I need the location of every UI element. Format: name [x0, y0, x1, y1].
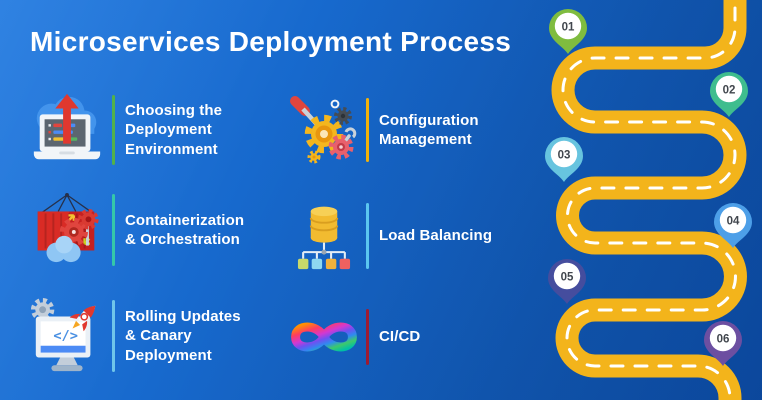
map-pin-06: 06 — [704, 321, 742, 366]
svg-text:</>: </> — [53, 328, 78, 344]
item-divider — [112, 194, 115, 266]
item-load-balancing: Load Balancing — [288, 198, 531, 274]
map-pin-01: 01 — [549, 9, 587, 54]
pin-number: 04 — [727, 216, 740, 228]
item-divider — [112, 95, 115, 165]
pin-number: 03 — [558, 150, 571, 162]
pin-number: 01 — [562, 22, 575, 34]
map-pin-05: 05 — [548, 259, 586, 304]
roadmap: 01 02 03 04 05 06 — [545, 0, 752, 400]
item-choosing-environment: Choosing the Deployment Environment — [28, 86, 277, 174]
infinity-loop-icon — [288, 313, 360, 361]
item-label: Rolling Updates & Canary Deployment — [125, 308, 241, 364]
page-title: Microservices Deployment Process — [30, 26, 512, 57]
laptop-cloud-upload-icon — [28, 90, 106, 170]
item-label: Load Balancing — [379, 227, 493, 245]
item-containerization-orchestration: Containerization & Orchestration — [28, 188, 277, 272]
item-ci-cd: CI/CD — [288, 308, 531, 366]
item-configuration-management: Configuration Management — [288, 94, 531, 166]
pin-number: 06 — [717, 334, 730, 346]
database-distribution-icon — [288, 198, 360, 274]
map-pin-02: 02 — [710, 72, 748, 117]
item-divider — [366, 203, 369, 269]
pin-number: 05 — [561, 272, 574, 284]
item-label: Choosing the Deployment Environment — [125, 102, 223, 158]
pin-number: 02 — [723, 85, 736, 97]
item-label: Containerization & Orchestration — [125, 211, 245, 248]
item-label: Configuration Management — [379, 111, 479, 148]
map-pin-03: 03 — [545, 137, 583, 182]
item-divider — [366, 309, 369, 365]
map-pin-04: 04 — [714, 203, 752, 248]
container-crane-icon — [28, 190, 106, 270]
monitor-rocket-icon: </> — [28, 296, 106, 376]
item-rolling-updates-canary: </> Rolling Updates & Canary Deployment — [28, 292, 277, 380]
road-center-dashes — [561, 0, 737, 400]
item-label: CI/CD — [379, 328, 421, 346]
item-divider — [366, 98, 369, 162]
gears-tools-icon — [288, 94, 360, 166]
item-divider — [112, 300, 115, 372]
